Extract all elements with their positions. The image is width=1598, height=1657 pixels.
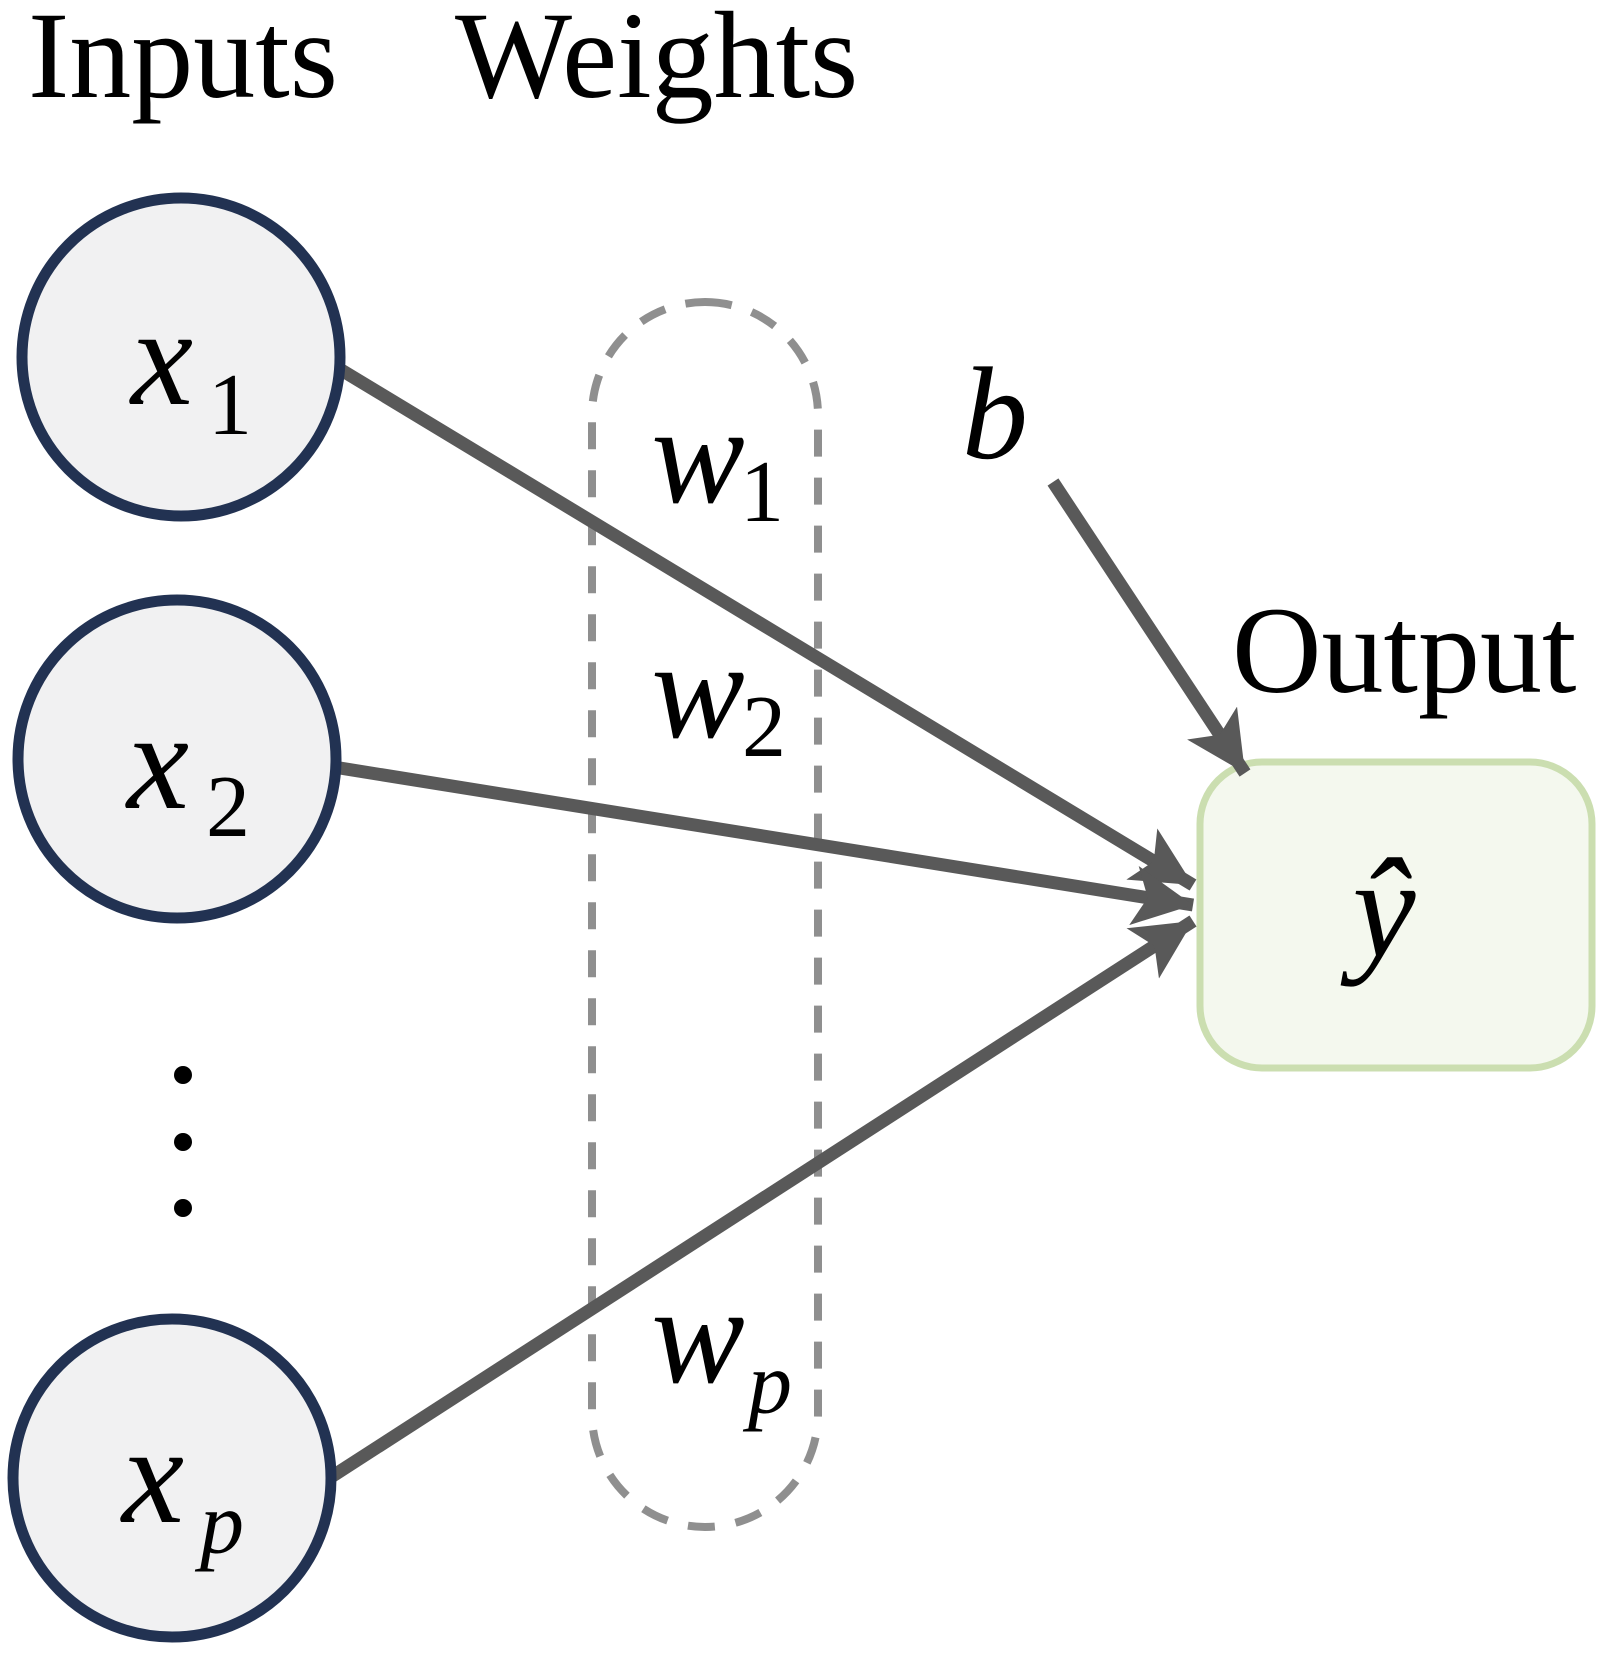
input-node-xp xyxy=(7,1313,337,1643)
edge-input2-output xyxy=(288,753,1195,926)
ellipsis-dot-1 xyxy=(174,1066,192,1084)
input-node-x1-label: x xyxy=(129,280,193,435)
edge-input1-output xyxy=(296,339,1197,891)
ellipsis-dot-2 xyxy=(174,1133,192,1151)
weight-1-subscript: 1 xyxy=(740,444,784,541)
output-value-label: ŷ xyxy=(1340,829,1416,987)
inputs-heading: Inputs xyxy=(28,0,338,124)
input-node-x1-subscript: 1 xyxy=(208,357,252,454)
output-node xyxy=(1196,758,1596,1072)
weight-p-subscript: p xyxy=(742,1336,792,1433)
input-node-x1 xyxy=(16,192,346,522)
input-node-x2-subscript: 2 xyxy=(206,759,250,856)
weight-2-subscript: 2 xyxy=(742,679,786,776)
bias-label: b xyxy=(962,340,1028,487)
ellipsis-dot-3 xyxy=(174,1199,192,1217)
input-node-xp-label: x xyxy=(120,1398,184,1553)
weights-group-outline xyxy=(588,298,822,1531)
bias-arrow xyxy=(1047,478,1251,777)
edge-inputp-output xyxy=(276,915,1197,1516)
weight-p-label: w xyxy=(651,1258,744,1413)
input-node-xp-subscript: p xyxy=(194,1476,244,1573)
weight-1-label: w xyxy=(651,378,744,533)
input-node-x2-label: x xyxy=(125,684,189,839)
weight-2-label: w xyxy=(651,613,744,768)
weights-heading: Weights xyxy=(455,0,858,124)
input-node-x2 xyxy=(12,594,342,924)
output-heading: Output xyxy=(1232,582,1576,719)
